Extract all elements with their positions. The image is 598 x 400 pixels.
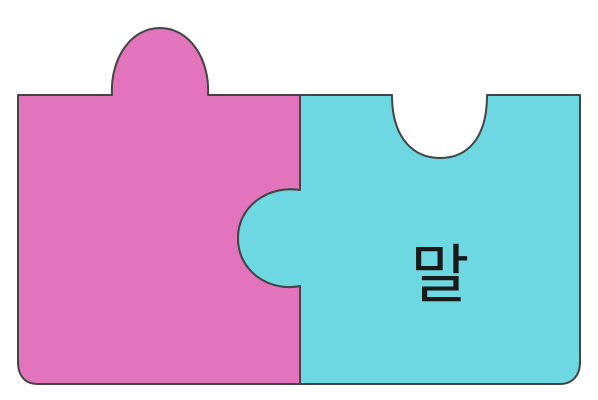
right-puzzle-piece bbox=[237, 94, 581, 385]
